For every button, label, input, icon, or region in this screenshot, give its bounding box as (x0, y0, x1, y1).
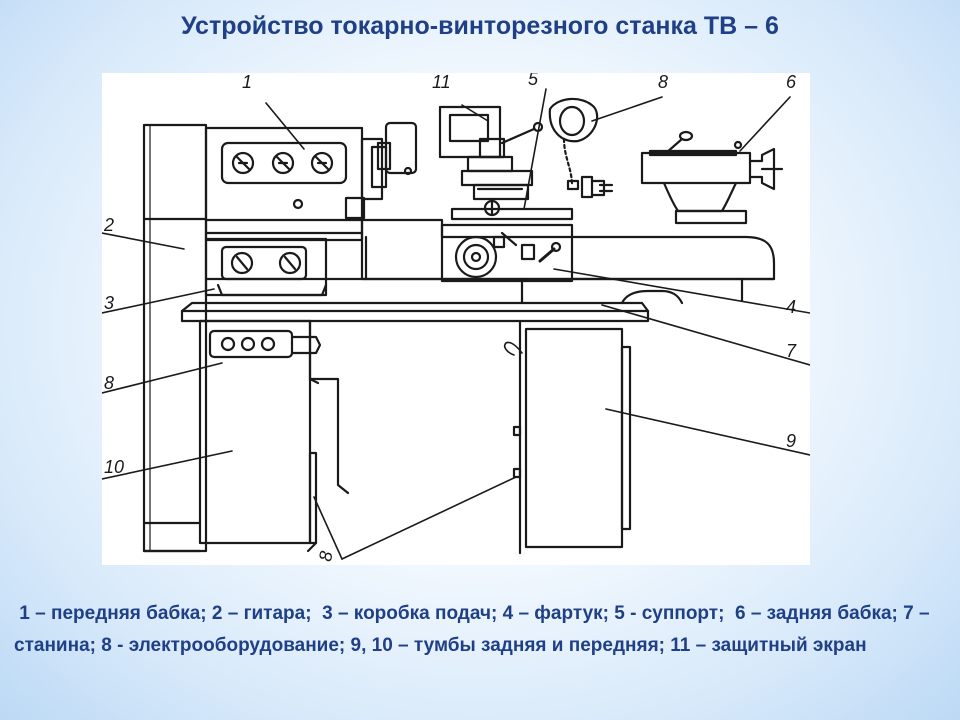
callout-9: 9 (786, 431, 796, 451)
lathe-bed (204, 218, 776, 303)
tailstock (640, 130, 784, 225)
callout-5: 5 (528, 73, 539, 89)
electric-box (376, 121, 418, 176)
middle-panel (306, 319, 523, 555)
tool-post (580, 175, 614, 199)
callout-6: 6 (786, 73, 797, 92)
carriage-support (450, 121, 574, 221)
callout-8-top: 8 (658, 73, 668, 92)
bed-base (180, 277, 684, 323)
gear-guard (142, 123, 208, 553)
legend-caption: 1 – передняя бабка; 2 – гитара; 3 – коро… (14, 598, 949, 662)
callout-2: 2 (103, 215, 114, 235)
apron (440, 223, 574, 283)
callout-8-bottom: 8 (315, 550, 336, 563)
leader-lines (102, 88, 810, 560)
callout-10: 10 (104, 457, 124, 477)
callout-11: 11 (432, 73, 451, 92)
slide-title: Устройство токарно-винторезного станка Т… (181, 12, 779, 40)
front-pedestal (142, 319, 322, 553)
callout-8-left: 8 (104, 373, 114, 393)
callout-1: 1 (242, 73, 252, 92)
rear-pedestal (512, 327, 632, 549)
feed-box (204, 237, 328, 297)
headstock (204, 126, 388, 242)
lathe-diagram: 1 11 5 8 6 2 3 4 7 8 9 10 8 (102, 73, 810, 565)
protective-screen (438, 105, 502, 159)
legend-text: 1 – передняя бабка; 2 – гитара; 3 – коро… (14, 603, 935, 656)
callout-7: 7 (786, 341, 797, 361)
callout-3: 3 (104, 293, 114, 313)
callout-4: 4 (786, 297, 796, 317)
machine-lamp (548, 97, 599, 191)
